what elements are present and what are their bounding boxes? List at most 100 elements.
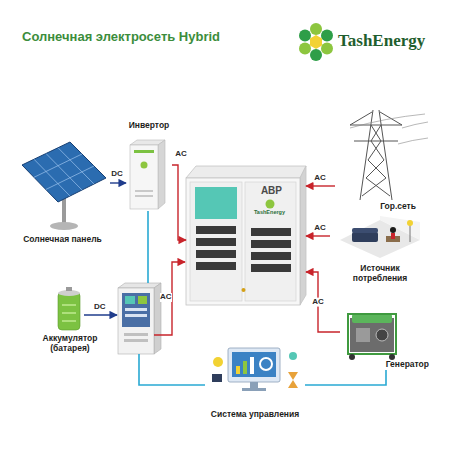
logo-icon-part	[321, 30, 333, 42]
node-label: АВР	[261, 185, 282, 197]
ats-cabinet-figure-part	[266, 200, 275, 209]
layout-wires-part	[84, 314, 117, 315]
ats-cabinet-figure-part	[300, 166, 306, 305]
battery-figure-part	[58, 292, 80, 330]
node-label: Генератор	[386, 360, 429, 370]
solar-panel-figure-part	[50, 222, 78, 230]
connector	[172, 165, 186, 240]
control-system-figure-part	[250, 382, 258, 388]
layout-wires-part	[139, 354, 205, 385]
logo-icon-part	[310, 49, 322, 61]
control-system-figure-part	[243, 361, 247, 374]
consumer: Источник потребления	[330, 214, 430, 284]
solar-panel-figure-part	[22, 142, 106, 202]
consumer-room-figure-part	[410, 224, 411, 242]
diagram-title: Солнечная электросеть Hybrid	[22, 30, 220, 45]
consumer-room-figure-part	[352, 232, 378, 242]
signal-label: AC	[313, 174, 327, 183]
node-label: Гор.сеть	[380, 202, 416, 212]
control-system-figure	[212, 348, 298, 391]
consumer-room-figure-part	[390, 227, 396, 233]
connector	[305, 370, 386, 385]
inverter-figure-part	[141, 162, 148, 169]
control-system: Система управления	[205, 342, 305, 420]
node-label: Источник потребления	[340, 264, 420, 284]
logo-text: TashEnergy	[338, 32, 425, 51]
connector	[306, 185, 335, 186]
power-tower-figure-part	[366, 125, 390, 196]
charge-controller-figure-part	[118, 288, 154, 354]
inverter-figure-part	[135, 190, 153, 192]
generator-figure-part	[352, 314, 392, 323]
signal-label: AC	[311, 298, 325, 307]
charge-controller-figure-part	[122, 293, 150, 327]
ats-cabinet-figure-part	[251, 240, 291, 248]
charge-controller-figure	[118, 283, 161, 354]
control-system-figure-part	[250, 357, 254, 374]
logo-icon-part	[299, 30, 311, 42]
logo-icon-part	[310, 23, 322, 35]
brand-mark: TashEnergy	[254, 209, 285, 215]
connector	[306, 272, 340, 332]
charge-controller-figure-part	[125, 308, 147, 311]
battery: Аккумулятор (батарея)	[30, 282, 110, 354]
layout-wires-part	[147, 211, 149, 283]
signal-label: AC	[313, 224, 327, 233]
ats-cabinet-figure-part	[186, 178, 300, 305]
logo-icon-part	[321, 43, 333, 55]
signal-label: DC	[94, 303, 106, 312]
power-tower-figure	[350, 110, 428, 200]
node-label: Аккумулятор (батарея)	[35, 334, 105, 354]
charge-controller-figure-part	[125, 314, 147, 317]
power-tower-figure-part	[350, 114, 425, 128]
connector	[306, 235, 330, 236]
control-system-figure-part	[228, 348, 280, 382]
ats-cabinet: АВР TashEnergy	[186, 165, 306, 305]
inverter-figure-part	[135, 195, 153, 197]
inverter-figure-part	[130, 145, 158, 209]
battery-figure-part	[62, 312, 76, 314]
charge-controller-figure-part	[124, 333, 148, 336]
charge-controller-figure-part	[125, 296, 135, 304]
consumer-room-figure	[340, 216, 420, 258]
solar-panel-figure-part	[34, 154, 82, 177]
ats-cabinet-figure-part	[251, 252, 291, 260]
charge-controller-figure-part	[138, 296, 147, 304]
battery-figure-part	[62, 304, 76, 306]
power-tower-figure-part	[350, 125, 402, 126]
generator-figure-part	[349, 354, 355, 360]
consumer-room-figure-part	[391, 233, 395, 239]
ats-cabinet-figure-part	[196, 226, 236, 234]
layout-wires	[84, 211, 205, 385]
control-system-figure-part	[232, 352, 276, 377]
solar-panel-figure-part	[34, 159, 70, 196]
generator-figure-part	[348, 314, 396, 354]
control-system-figure-part	[242, 388, 266, 391]
city-grid: Гор.сеть	[335, 108, 420, 212]
generator: Генератор	[340, 308, 435, 370]
inverter-figure	[130, 140, 165, 209]
node-label: Инвертор	[129, 121, 170, 131]
signal-label: AC	[174, 150, 188, 159]
node-label: Солнечная панель	[23, 235, 102, 245]
consumer-room-figure-part	[352, 228, 378, 233]
power-tower-figure-part	[354, 141, 398, 142]
control-system-figure-part	[289, 352, 297, 360]
consumer-room-figure-part	[407, 220, 413, 226]
generator-figure-part	[356, 328, 370, 342]
node-label: Система управления	[211, 410, 299, 420]
inverter-figure-part	[134, 150, 154, 153]
battery-figure	[58, 287, 80, 330]
generator-figure-part	[350, 318, 394, 352]
solar-panel-figure-part	[58, 148, 94, 184]
control-system-figure-part	[260, 358, 272, 370]
ats-cabinet-figure	[186, 166, 306, 305]
control-system-figure-part	[213, 357, 223, 367]
generator-figure-part	[376, 329, 388, 341]
ats-cabinet-figure-part	[195, 187, 237, 219]
solar-panel-figure-part	[46, 166, 94, 189]
inverter-figure-part	[158, 140, 165, 209]
solar-panel: Солнечная панель	[15, 145, 110, 245]
ats-cabinet-figure-part	[196, 250, 236, 258]
